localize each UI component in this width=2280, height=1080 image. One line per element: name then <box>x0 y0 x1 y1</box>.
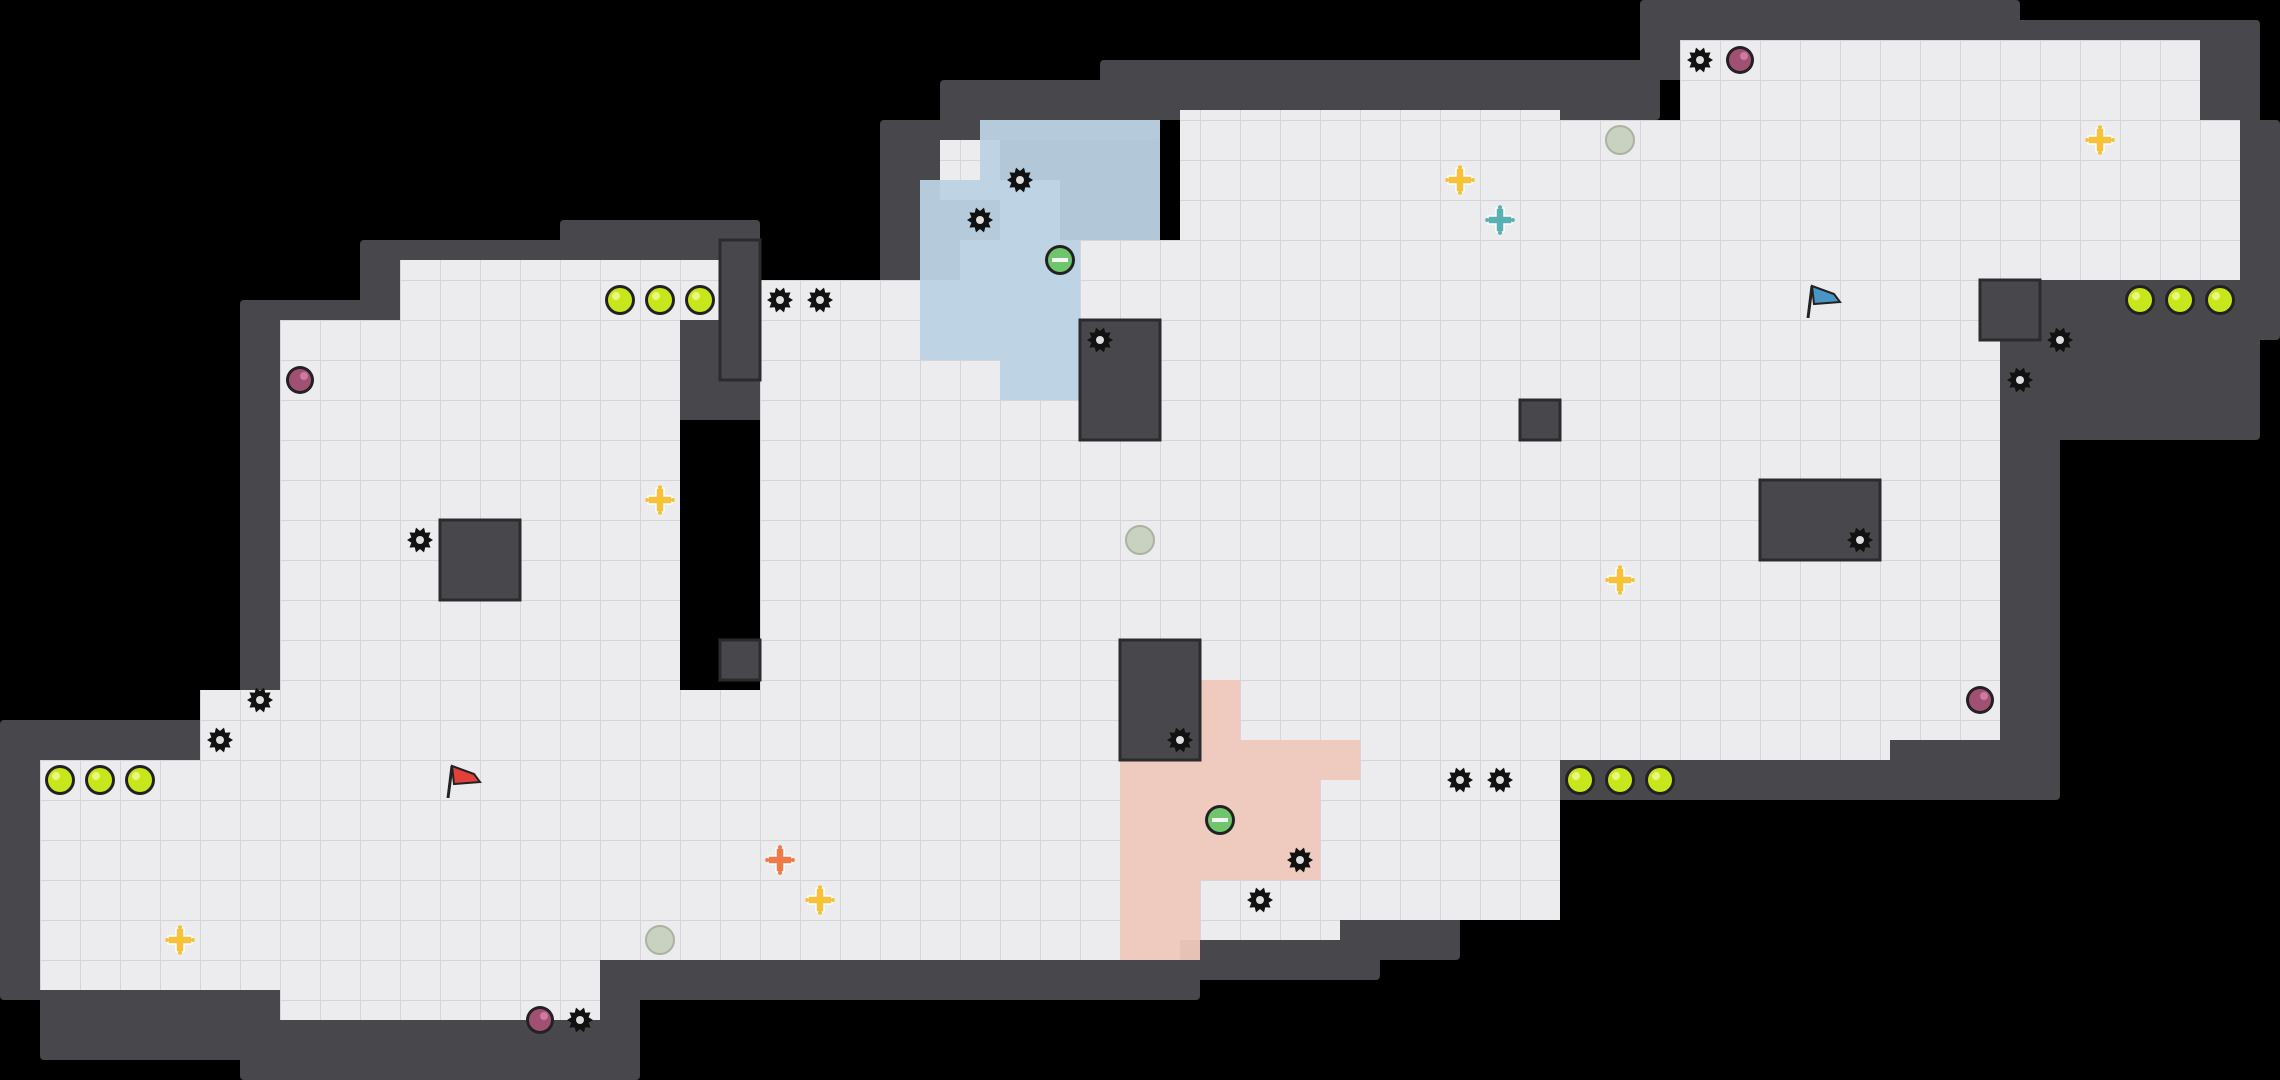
sawblade-icon <box>1487 767 1513 793</box>
floor-tile-area <box>1540 740 1890 760</box>
bomb-icon <box>1966 686 1994 714</box>
plus-pickup-icon <box>2085 125 2115 155</box>
flag-icon <box>1806 284 1842 319</box>
floor-tile-area <box>280 960 600 1020</box>
plus-pickup-icon <box>1605 565 1635 595</box>
wall-segment <box>1100 60 1660 120</box>
bomb-icon <box>286 366 314 394</box>
floor-tile-area <box>280 320 680 690</box>
orange-team-zone <box>1200 680 1240 740</box>
plus-pickup-icon <box>1485 205 1515 235</box>
floor-tile-area <box>200 690 760 960</box>
plus-pickup-icon <box>645 485 675 515</box>
wall-block <box>1518 398 1562 442</box>
blue-team-zone <box>1000 360 1080 400</box>
shield-icon <box>1045 245 1075 275</box>
sawblade-icon <box>967 207 993 233</box>
plus-pickup-icon <box>805 885 835 915</box>
yellow-dot-icon <box>2125 285 2155 315</box>
yellow-dot-icon <box>1645 765 1675 795</box>
sawblade-icon <box>1847 527 1873 553</box>
floor-tile-area <box>1680 40 2200 120</box>
plus-pickup-icon <box>765 845 795 875</box>
sawblade-icon <box>1087 327 1113 353</box>
yellow-dot-icon <box>605 285 635 315</box>
flag-icon <box>446 764 482 799</box>
sawblade-icon <box>2007 367 2033 393</box>
yellow-dot-icon <box>45 765 75 795</box>
wall-block <box>438 518 522 602</box>
sawblade-icon <box>2047 327 2073 353</box>
yellow-dot-icon <box>1565 765 1595 795</box>
yellow-dot-icon <box>85 765 115 795</box>
faded-circle-icon <box>1125 525 1155 555</box>
yellow-dot-icon <box>2165 285 2195 315</box>
sawblade-icon <box>407 527 433 553</box>
sawblade-icon <box>1287 847 1313 873</box>
shield-icon <box>1205 805 1235 835</box>
wall-block <box>718 238 762 382</box>
floor <box>40 40 2240 1020</box>
plus-pickup-icon <box>1445 165 1475 195</box>
sawblade-icon <box>1247 887 1273 913</box>
yellow-dot-icon <box>125 765 155 795</box>
yellow-dot-icon <box>2205 285 2235 315</box>
sawblade-icon <box>1687 47 1713 73</box>
sawblade-icon <box>1167 727 1193 753</box>
floor-tile-area <box>1560 120 2000 740</box>
plus-pickup-icon <box>165 925 195 955</box>
sawblade-icon <box>247 687 273 713</box>
sawblade-icon <box>807 287 833 313</box>
wall-block <box>718 638 762 682</box>
sawblade-icon <box>1447 767 1473 793</box>
yellow-dot-icon <box>685 285 715 315</box>
blue-team-zone <box>980 120 1160 180</box>
floor-tile-area <box>640 940 1180 960</box>
sawblade-icon <box>1007 167 1033 193</box>
yellow-dot-icon <box>645 285 675 315</box>
bomb-icon <box>1726 46 1754 74</box>
wall-block <box>1978 278 2042 342</box>
faded-circle-icon <box>1605 125 1635 155</box>
blue-team-zone <box>920 180 1160 240</box>
sawblade-icon <box>567 1007 593 1033</box>
sawblade-icon <box>767 287 793 313</box>
orange-team-zone <box>1120 880 1200 960</box>
sawblade-icon <box>207 727 233 753</box>
yellow-dot-icon <box>1605 765 1635 795</box>
floor-tile-area <box>1180 920 1340 940</box>
bomb-icon <box>526 1006 554 1034</box>
items <box>45 46 2235 1034</box>
faded-circle-icon <box>645 925 675 955</box>
